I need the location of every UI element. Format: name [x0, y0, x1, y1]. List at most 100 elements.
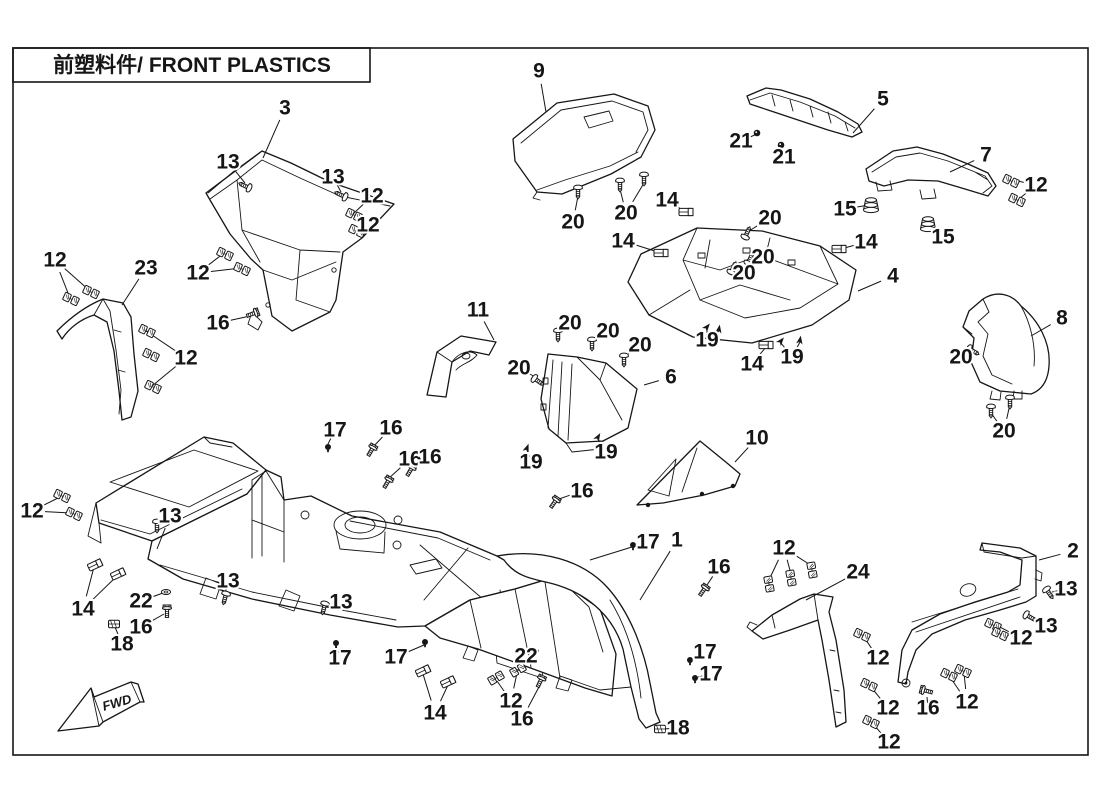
- callout-16: 16: [916, 697, 939, 720]
- callout-7: 7: [980, 144, 992, 167]
- jclip-icon: [414, 664, 432, 678]
- leader-line: [692, 654, 700, 660]
- callout-22: 22: [129, 590, 152, 613]
- callout-20: 20: [751, 246, 774, 269]
- screw-icon: [986, 403, 996, 419]
- part-4-front-rack-frame: [627, 227, 857, 344]
- clip-icon: [232, 261, 252, 277]
- part-8-fender-cover: [962, 293, 1050, 401]
- part-23-fender-trim: [56, 298, 139, 421]
- callout-12: 12: [866, 647, 889, 670]
- leader-line: [262, 119, 281, 159]
- clip-icon: [52, 488, 72, 504]
- washer-icon: [160, 589, 172, 595]
- part-6-center-panel: [540, 353, 638, 453]
- callout-16: 16: [398, 448, 421, 471]
- part-10-corner-panel: [636, 440, 741, 508]
- callout-13: 13: [158, 505, 181, 528]
- bolt-icon: [161, 604, 173, 618]
- screw-icon: [615, 177, 625, 193]
- part-24-fender-support: [746, 593, 847, 728]
- callout-13: 13: [329, 591, 352, 614]
- part-5-grille-bracket: [746, 87, 863, 138]
- leader-line: [235, 171, 246, 184]
- part-1-front-fascia: [87, 436, 661, 729]
- jclip-icon: [653, 248, 669, 258]
- screw-icon: [1005, 394, 1015, 410]
- leader-line: [748, 223, 761, 232]
- bolt-icon: [918, 684, 934, 698]
- callout-20: 20: [558, 312, 581, 335]
- callout-20: 20: [758, 207, 781, 230]
- callout-17: 17: [693, 641, 716, 664]
- jclip-icon: [678, 207, 694, 217]
- leader-line: [712, 330, 720, 337]
- callout-13: 13: [1054, 578, 1077, 601]
- leader-line: [589, 545, 636, 561]
- callout-12: 12: [772, 537, 795, 560]
- clip-icon: [806, 561, 818, 579]
- rivet-icon: [687, 657, 693, 666]
- leader-line: [735, 268, 741, 272]
- callout-16: 16: [129, 616, 152, 639]
- screw-icon: [619, 352, 629, 368]
- callout-17: 17: [636, 531, 659, 554]
- jclip-icon: [758, 340, 774, 350]
- callout-13: 13: [321, 166, 344, 189]
- callout-22: 22: [514, 645, 537, 668]
- callout-20: 20: [561, 211, 584, 234]
- leader-line: [150, 592, 164, 598]
- bolt-icon: [379, 474, 395, 491]
- clip-icon: [141, 347, 161, 363]
- leader-line: [151, 613, 165, 622]
- callout-17: 17: [699, 663, 722, 686]
- leader-line: [496, 680, 506, 693]
- callout-12: 12: [43, 249, 66, 272]
- callout-12: 12: [356, 214, 379, 237]
- screw-icon: [587, 336, 597, 352]
- callout-13: 13: [216, 570, 239, 593]
- callout-16: 16: [379, 417, 402, 440]
- leader-line: [440, 684, 449, 702]
- callout-5: 5: [877, 88, 889, 111]
- callout-12: 12: [186, 262, 209, 285]
- leader-line: [540, 83, 547, 113]
- bolt-icon: [363, 442, 379, 459]
- callout-2: 2: [1067, 540, 1079, 563]
- nut-icon: [753, 129, 761, 137]
- callout-14: 14: [611, 230, 635, 253]
- callout-15: 15: [833, 198, 857, 221]
- callout-15: 15: [931, 226, 955, 249]
- part-7-support-bracket: [865, 146, 997, 200]
- clip-icon: [1001, 173, 1021, 189]
- callout-14: 14: [71, 598, 95, 621]
- callout-17: 17: [323, 419, 346, 442]
- clip-icon: [61, 291, 81, 307]
- leader-line: [327, 436, 333, 445]
- callout-9: 9: [533, 60, 545, 83]
- clip-icon: [64, 506, 84, 522]
- leader-line: [156, 527, 166, 550]
- leader-line: [85, 566, 95, 597]
- callout-14: 14: [740, 353, 764, 376]
- part-9-side-panel: [512, 93, 656, 201]
- rivet-icon: [630, 542, 636, 551]
- leader-line: [1038, 553, 1061, 561]
- callout-8: 8: [1056, 307, 1068, 330]
- leader-line: [526, 449, 530, 457]
- callout-12: 12: [1024, 174, 1047, 197]
- bolt-icon: [546, 494, 563, 511]
- callout-20: 20: [949, 346, 972, 369]
- fwd-arrow: FWD: [57, 681, 145, 732]
- jclip-icon: [86, 558, 104, 572]
- page-title: 前塑料件/ FRONT PLASTICS: [53, 53, 331, 77]
- rivet-icon: [692, 675, 698, 684]
- leader-line: [697, 674, 706, 678]
- callout-20: 20: [596, 320, 619, 343]
- leader-line: [643, 380, 659, 386]
- grommet-icon: [654, 724, 666, 734]
- callout-13: 13: [1034, 615, 1057, 638]
- callout-24: 24: [846, 561, 870, 584]
